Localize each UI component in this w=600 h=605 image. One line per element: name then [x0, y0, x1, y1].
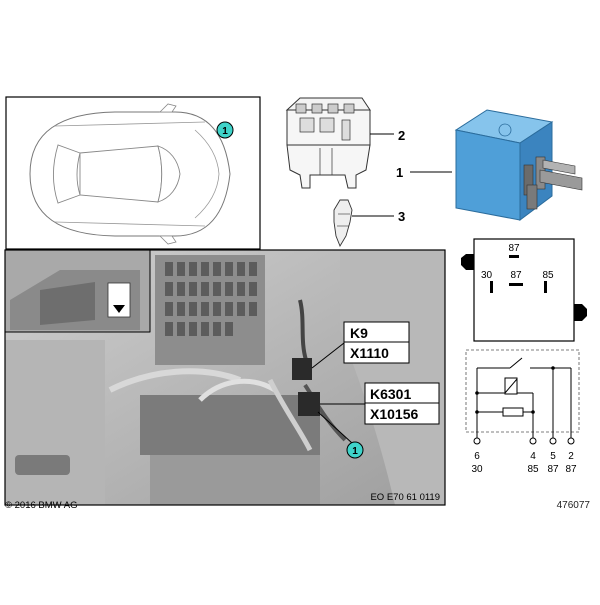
- copyright-notice: © 2016 BMW AG: [5, 500, 77, 511]
- relay-holder-part: [285, 97, 371, 189]
- schematic-pin-2: 4: [530, 451, 536, 462]
- schematic-terminal-1: 30: [471, 464, 483, 475]
- diagram-number: 476077: [557, 500, 591, 511]
- photo-code: EO E70 61 0119: [370, 492, 440, 503]
- label-k6301: K6301: [370, 386, 411, 402]
- label-x10156: X10156: [370, 406, 418, 422]
- car-overview-panel: [5, 96, 261, 250]
- label-k9-x1110: K9 X1110: [343, 321, 410, 364]
- photo-marker-label: 1: [352, 446, 358, 457]
- car-location-marker: 1: [216, 121, 234, 139]
- label-k9: K9: [350, 325, 368, 341]
- schematic-pin-4: 2: [568, 451, 574, 462]
- callout-1-label: 1: [396, 165, 403, 180]
- car-marker-label: 1: [222, 126, 228, 137]
- schematic-pin-1: 6: [474, 451, 480, 462]
- schematic-terminal-4: 87: [565, 464, 577, 475]
- photo-location-marker: 1: [346, 441, 364, 459]
- schematic-pin-3: 5: [550, 451, 556, 462]
- leader-k9: [311, 342, 345, 369]
- contact-terminal-part: [333, 199, 353, 248]
- pin-top-label: 87: [508, 243, 520, 254]
- callout-3-label: 3: [398, 209, 405, 224]
- installation-photo: [5, 250, 445, 505]
- relay-pin-layout: 87 30 87 85: [461, 238, 587, 342]
- label-k6301-x10156: K6301 X10156: [364, 382, 440, 425]
- photo-frame: [4, 249, 446, 506]
- schematic-terminal-2: 85: [527, 464, 539, 475]
- pin-left-label: 30: [481, 270, 493, 281]
- schematic-terminal-3: 87: [547, 464, 559, 475]
- pin-center-label: 87: [510, 270, 522, 281]
- pin-right-label: 85: [542, 270, 554, 281]
- callout-2-label: 2: [398, 128, 405, 143]
- label-x1110: X1110: [350, 345, 389, 361]
- blue-relay-part: [454, 109, 583, 221]
- leader-photo-marker: [317, 411, 353, 444]
- relay-schematic: 6 4 5 2 30 85 87 87: [465, 349, 580, 475]
